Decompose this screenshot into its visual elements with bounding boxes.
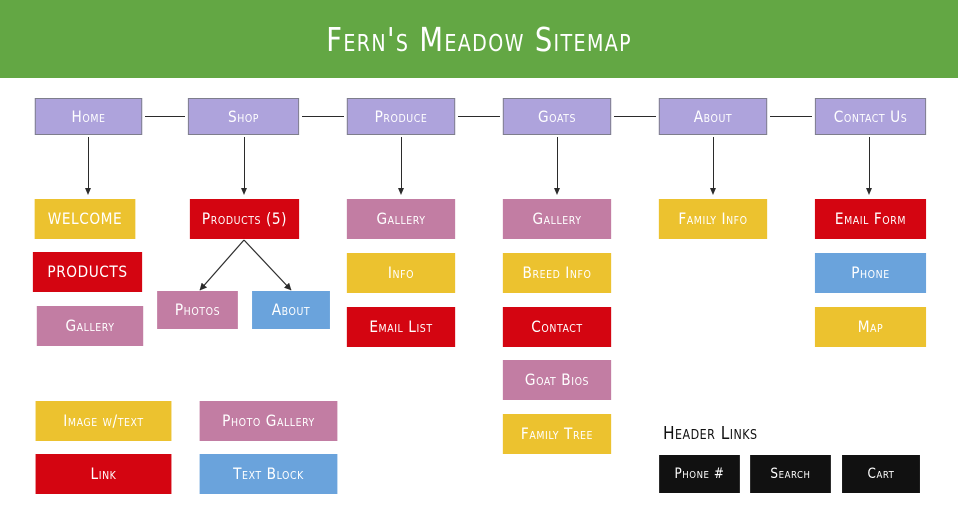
nav-label: Shop: [227, 106, 260, 126]
connector-shop-produce: [302, 116, 344, 117]
node-shop-about[interactable]: About: [252, 291, 330, 329]
page-banner: Fern's Meadow Sitemap: [0, 0, 958, 78]
node-contact-map[interactable]: Map: [814, 307, 927, 347]
node-label: Map: [857, 317, 884, 336]
nav-label: Goats: [538, 106, 576, 126]
node-goats-family-tree[interactable]: Family Tree: [502, 414, 612, 454]
node-shop-photos[interactable]: Photos: [157, 291, 238, 329]
legend-label: Text Block: [233, 464, 304, 483]
arrow-head-goats: [554, 188, 560, 195]
arrow-line-produce: [401, 137, 402, 189]
legend-item-link: Link: [35, 454, 172, 494]
connector-goats-about: [614, 116, 656, 117]
arrow-line-home: [88, 137, 89, 189]
nav-item-produce[interactable]: Produce: [346, 98, 456, 135]
node-label: Email List: [369, 317, 433, 336]
nav-label: Home: [71, 106, 106, 126]
node-goats-goat-bios[interactable]: Goat Bios: [502, 360, 612, 400]
arrow-line-about: [713, 137, 714, 189]
legend-label: Image w/text: [63, 411, 144, 430]
node-label: Products (5): [201, 209, 288, 228]
nav-item-shop[interactable]: Shop: [187, 98, 300, 135]
node-goats-breed-info[interactable]: Breed Info: [502, 253, 612, 293]
arrow-line-shop: [244, 137, 245, 189]
header-link-label: Search: [770, 466, 811, 482]
arrow-head-home: [85, 188, 91, 195]
nav-item-about[interactable]: About: [658, 98, 768, 135]
page-title: Fern's Meadow Sitemap: [326, 19, 632, 59]
header-link-phone[interactable]: Phone #: [659, 455, 740, 493]
header-link-cart[interactable]: Cart: [842, 455, 920, 493]
legend-label: Photo Gallery: [222, 411, 315, 430]
node-label: Gallery: [532, 209, 582, 228]
node-label: Family Tree: [520, 424, 594, 443]
arrow-head-contact: [866, 188, 872, 195]
nav-item-contact-us[interactable]: Contact Us: [814, 98, 927, 135]
node-shop-products-5[interactable]: Products (5): [189, 199, 300, 239]
connector-produce-goats: [458, 116, 500, 117]
node-label: WELCOME: [47, 209, 123, 228]
connector-home-shop: [145, 116, 185, 117]
legend-item-text-block: Text Block: [199, 454, 338, 494]
node-label: Info: [387, 263, 415, 282]
node-contact-phone[interactable]: Phone: [814, 253, 927, 293]
node-home-welcome[interactable]: WELCOME: [34, 199, 136, 239]
arrow-head-about: [710, 188, 716, 195]
node-label: Photos: [174, 300, 221, 319]
node-label: Goat Bios: [524, 370, 590, 389]
arrow-head-shop: [241, 188, 247, 195]
node-produce-gallery[interactable]: Gallery: [346, 199, 456, 239]
header-link-label: Cart: [867, 466, 895, 482]
node-label: Phone: [851, 263, 890, 282]
node-label: Family Info: [678, 209, 748, 228]
node-label: Email Form: [834, 209, 907, 228]
node-label: About: [271, 300, 311, 319]
node-goats-gallery[interactable]: Gallery: [502, 199, 612, 239]
header-link-label: Phone #: [674, 466, 725, 482]
nav-label: About: [693, 106, 733, 126]
nav-label: Produce: [374, 106, 428, 126]
node-produce-email-list[interactable]: Email List: [346, 307, 456, 347]
node-goats-contact[interactable]: Contact: [502, 307, 612, 347]
node-label: Breed Info: [522, 263, 592, 282]
node-label: Gallery: [376, 209, 426, 228]
nav-item-home[interactable]: Home: [34, 98, 143, 135]
node-produce-info[interactable]: Info: [346, 253, 456, 293]
node-contact-email-form[interactable]: Email Form: [814, 199, 927, 239]
nav-item-goats[interactable]: Goats: [502, 98, 612, 135]
node-label: Gallery: [65, 316, 115, 335]
legend-item-image-with-text: Image w/text: [35, 401, 172, 441]
header-link-search[interactable]: Search: [750, 455, 831, 493]
arrow-line-goats: [557, 137, 558, 189]
nav-label: Contact Us: [833, 106, 908, 126]
node-label: Contact: [531, 317, 583, 336]
node-home-gallery[interactable]: Gallery: [36, 306, 144, 346]
header-links-title: Header Links: [663, 423, 758, 444]
connector-about-contact: [770, 116, 812, 117]
node-about-family-info[interactable]: Family Info: [658, 199, 768, 239]
legend-label: Link: [90, 464, 117, 483]
arrow-line-contact: [869, 137, 870, 189]
node-home-products[interactable]: PRODUCTS: [32, 252, 143, 292]
node-label: PRODUCTS: [47, 262, 128, 281]
arrow-head-produce: [398, 188, 404, 195]
legend-item-photo-gallery: Photo Gallery: [199, 401, 338, 441]
